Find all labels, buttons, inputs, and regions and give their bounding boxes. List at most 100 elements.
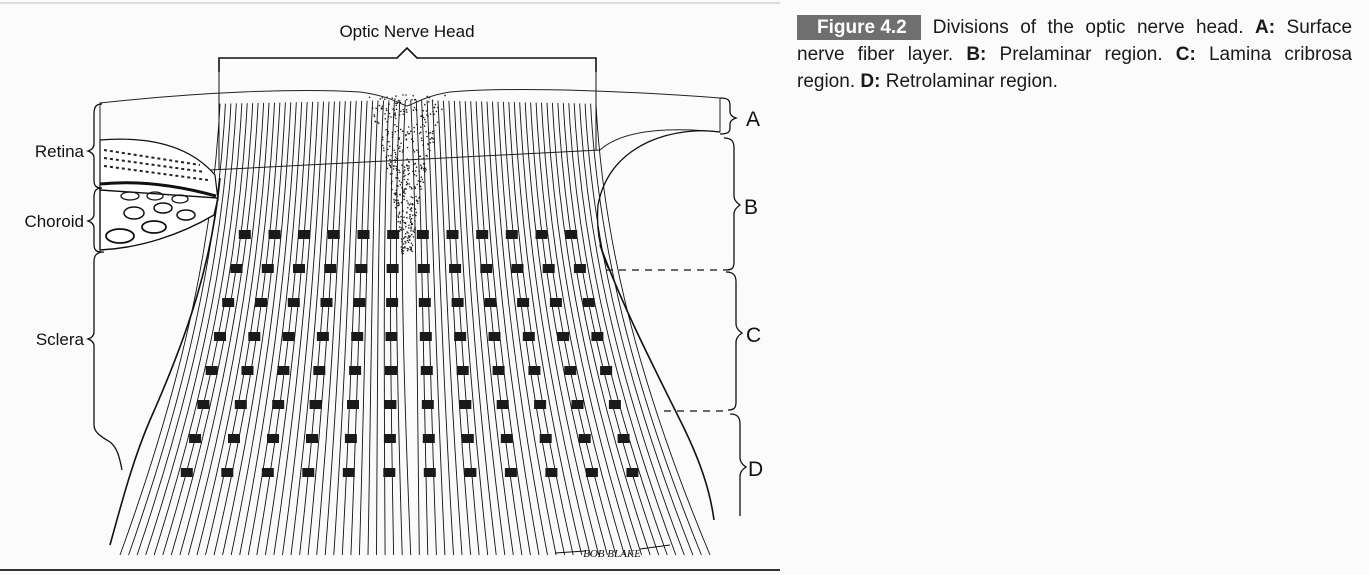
cup-dot <box>395 95 397 97</box>
lamina-septum <box>238 230 251 239</box>
cup-dot <box>434 124 437 126</box>
lamina-septum <box>454 332 467 341</box>
lamina-septum <box>500 434 513 443</box>
lamina-septum <box>351 332 364 341</box>
cup-dot <box>408 204 411 206</box>
lamina-septum <box>617 434 630 443</box>
cup-dot <box>407 206 409 209</box>
lamina-septum <box>535 230 548 239</box>
cup-dot <box>389 173 392 175</box>
nerve-fiber <box>590 103 702 556</box>
cup-dot <box>386 167 389 170</box>
nerve-fiber <box>497 101 557 556</box>
left-braces <box>85 103 123 471</box>
cup-dot <box>403 216 405 218</box>
lamina-septum <box>385 332 398 341</box>
cup-dot <box>420 126 422 128</box>
lamina-septum <box>384 400 397 409</box>
cup-dot <box>373 114 376 116</box>
cup-dot <box>415 195 417 198</box>
cup-dot <box>397 202 400 205</box>
cup-dot <box>420 166 423 168</box>
lamina-septum <box>347 400 359 409</box>
cup-dot <box>396 125 398 128</box>
cup-dot <box>422 109 425 112</box>
cup-dot <box>395 156 397 158</box>
lamina-septum <box>353 298 366 307</box>
cup-dot <box>411 98 413 101</box>
cup-dot <box>427 101 430 103</box>
lamina-septum <box>600 366 613 375</box>
cup-dot <box>406 111 408 113</box>
lamina-septum <box>355 264 368 273</box>
cup-dot <box>429 142 432 144</box>
lamina-septum <box>313 366 326 375</box>
cup-dot <box>403 246 406 248</box>
cup-dot <box>407 232 409 234</box>
cup-dot <box>404 236 406 238</box>
lamina-septum <box>327 230 340 239</box>
cup-dot <box>407 235 410 237</box>
cup-dot <box>414 186 416 188</box>
lamina-septum <box>564 366 577 375</box>
cup-dot <box>426 135 428 138</box>
artist-signature: BOB BLAKE <box>554 544 671 560</box>
cup-dot <box>385 128 387 131</box>
cup-dot <box>375 107 377 110</box>
cup-dot <box>410 186 413 189</box>
nerve-fiber <box>595 103 711 556</box>
cup-dot <box>373 115 376 118</box>
cup-dot <box>413 151 416 153</box>
lamina-septum <box>383 468 396 477</box>
cup-dot <box>426 95 429 98</box>
cup-dot <box>421 178 424 181</box>
lamina-septum <box>387 230 400 239</box>
cup-dot <box>444 94 446 97</box>
cup-dot <box>412 214 414 216</box>
lamina-septum <box>416 230 429 239</box>
cup-dot <box>413 126 416 129</box>
cup-dot <box>388 112 391 115</box>
cup-dot <box>413 131 416 133</box>
cup-dot <box>399 220 402 223</box>
lamina-septum <box>261 264 274 273</box>
cup-dot <box>423 125 426 127</box>
lamina-septum <box>539 434 552 443</box>
cup-dot <box>398 211 401 214</box>
cup-dot <box>441 108 443 111</box>
nerve-fiber <box>239 102 297 556</box>
cup-dot <box>402 250 405 252</box>
cup-dot <box>407 227 410 229</box>
lamina-septum <box>241 366 254 375</box>
nerve-fiber <box>119 103 221 556</box>
cup-dot <box>395 104 398 107</box>
nerve-fiber <box>486 101 540 556</box>
cup-dot <box>402 247 405 249</box>
cup-dot <box>407 241 410 243</box>
cup-dot <box>418 197 420 199</box>
cup-dot <box>406 216 408 219</box>
cup-dot <box>415 211 418 214</box>
cup-dot <box>400 246 403 248</box>
cup-dot <box>409 213 411 216</box>
cup-dot <box>388 163 390 165</box>
cup-dot <box>374 120 377 123</box>
cup-dot <box>394 161 397 163</box>
lamina-septum <box>306 434 318 443</box>
nerve-fiber-bundles <box>119 99 711 556</box>
cup-dot <box>426 114 428 116</box>
sclera-label: Sclera <box>36 330 85 349</box>
nerve-fiber <box>546 102 634 556</box>
cup-dot <box>403 221 405 224</box>
lamina-septum <box>534 400 547 409</box>
lamina-septum <box>451 298 464 307</box>
cup-dot <box>414 170 417 172</box>
cup-dot <box>394 159 396 161</box>
cup-dot <box>394 131 397 133</box>
cup-dot <box>389 161 392 163</box>
cup-dot <box>402 94 404 96</box>
lamina-septum <box>488 332 501 341</box>
cup-dot <box>425 110 428 112</box>
nerve-fiber <box>513 102 583 556</box>
nerve-fiber <box>299 101 335 556</box>
